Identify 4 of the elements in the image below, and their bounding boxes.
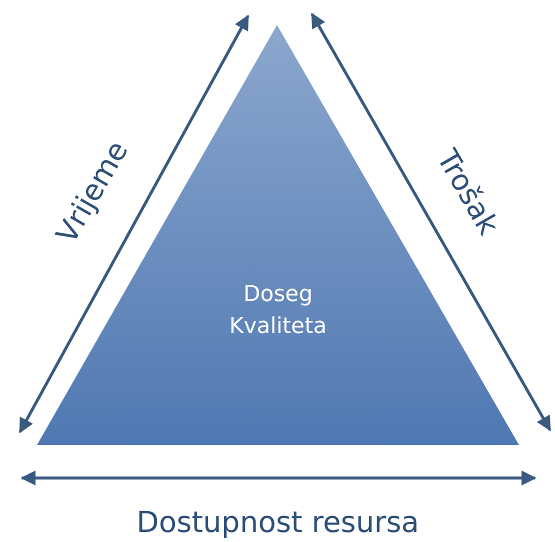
node-text: Kvaliteta (228, 313, 328, 341)
node-text: Doseg (242, 281, 314, 309)
triangle-shape (37, 25, 519, 445)
side-label: Dostupnost resursa (136, 505, 420, 539)
